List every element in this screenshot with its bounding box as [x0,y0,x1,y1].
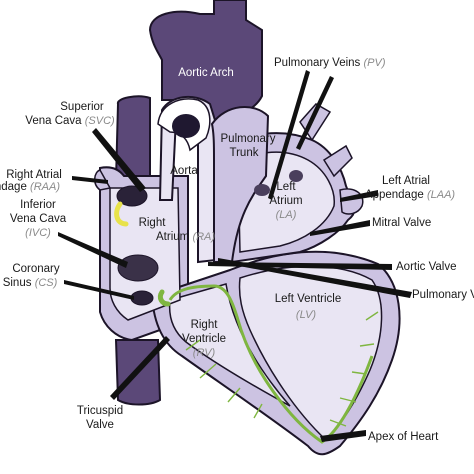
label-right-ventricle-abbr: (RV) [193,347,216,359]
label-raa-2: Appendage (RAA) [0,181,60,193]
pointer-ivc [58,232,128,268]
pulmonary-vein-ostium-a [254,184,270,196]
label-right-atrium-1: Right [139,217,167,229]
label-right-atrium-2: Atrium (RA) [156,231,215,243]
right-atrium-cavity [109,187,181,321]
label-pulmonary-trunk-2: Trunk [230,147,259,159]
label-laa-1: Left Atrial [382,175,430,187]
pulmonary-vein-ostium-b [289,170,303,182]
label-svc-1: Superior [60,101,104,113]
label-aortic-valve: Aortic Valve [396,261,457,273]
label-svc-2: Vena Cava (SVC) [25,115,115,127]
conduction-node-left [157,289,171,307]
label-apex: Apex of Heart [368,431,439,443]
pulmonary-vein-lower [322,144,353,178]
ostia [116,114,303,306]
pointer-laa [340,190,378,202]
label-aorta: Aorta [170,165,198,177]
labels: Aortic Arch Pulmonary Veins (PV) Superio… [0,57,474,443]
label-ivc-abbr: (IVC) [25,227,51,239]
outflow-tracts [157,95,353,264]
label-coronary-sinus-2: Sinus (CS) [3,277,58,289]
pointer-coronary-sinus [64,280,134,300]
superior-vena-cava-vessel [114,95,151,181]
label-pulmonary-valve: Pulmonary Valve [412,289,474,301]
av-bundle-green [168,284,374,444]
label-ivc-2: Vena Cava [10,213,67,225]
left-atrial-appendage [339,188,364,215]
ivc-ostium [117,254,159,282]
label-right-ventricle-1: Right [191,319,219,331]
label-raa-1: Right Atrial [6,169,62,181]
pointer-raa [72,176,108,184]
label-left-atrium-1: Left [276,181,296,193]
valves-conduction [114,201,379,444]
label-mitral-valve: Mitral Valve [372,217,431,229]
pointer-aortic-valve [208,262,392,270]
pointer-svc [92,128,146,192]
label-left-atrium-abbr: (LA) [276,209,297,221]
label-coronary-sinus-1: Coronary [12,263,60,275]
pointer-mitral [310,220,370,236]
pointer-pulmonary-valve [218,258,412,298]
label-tricuspid-2: Valve [86,419,114,431]
label-pulmonary-veins: Pulmonary Veins (PV) [274,57,386,69]
pointer-pulmonary-veins-2 [296,76,334,150]
pulmonary-trunk-tube [210,105,270,263]
label-tricuspid-1: Tricuspid [77,405,123,417]
purkinje-right [185,339,263,419]
coronary-sinus-ostium [130,290,154,306]
pointer-pulmonary-veins [268,70,310,200]
aortic-arch-opening [172,114,200,138]
label-laa-2: Appendage (LAA) [365,189,456,201]
pointer-apex [320,430,366,442]
label-left-atrium-2: Atrium [269,195,302,207]
label-right-ventricle-2: Ventricle [182,333,226,345]
label-pulmonary-trunk-1: Pulmonary [221,133,276,145]
label-aortic-arch: Aortic Arch [178,67,234,79]
label-left-ventricle: Left Ventricle [275,293,341,305]
label-ivc-1: Inferior [20,199,56,211]
pointer-tricuspid [110,336,170,400]
pointers [58,70,412,442]
sa-node-yellow [114,201,129,227]
purkinje-left [329,311,379,427]
label-left-ventricle-abbr: (LV) [296,309,317,321]
